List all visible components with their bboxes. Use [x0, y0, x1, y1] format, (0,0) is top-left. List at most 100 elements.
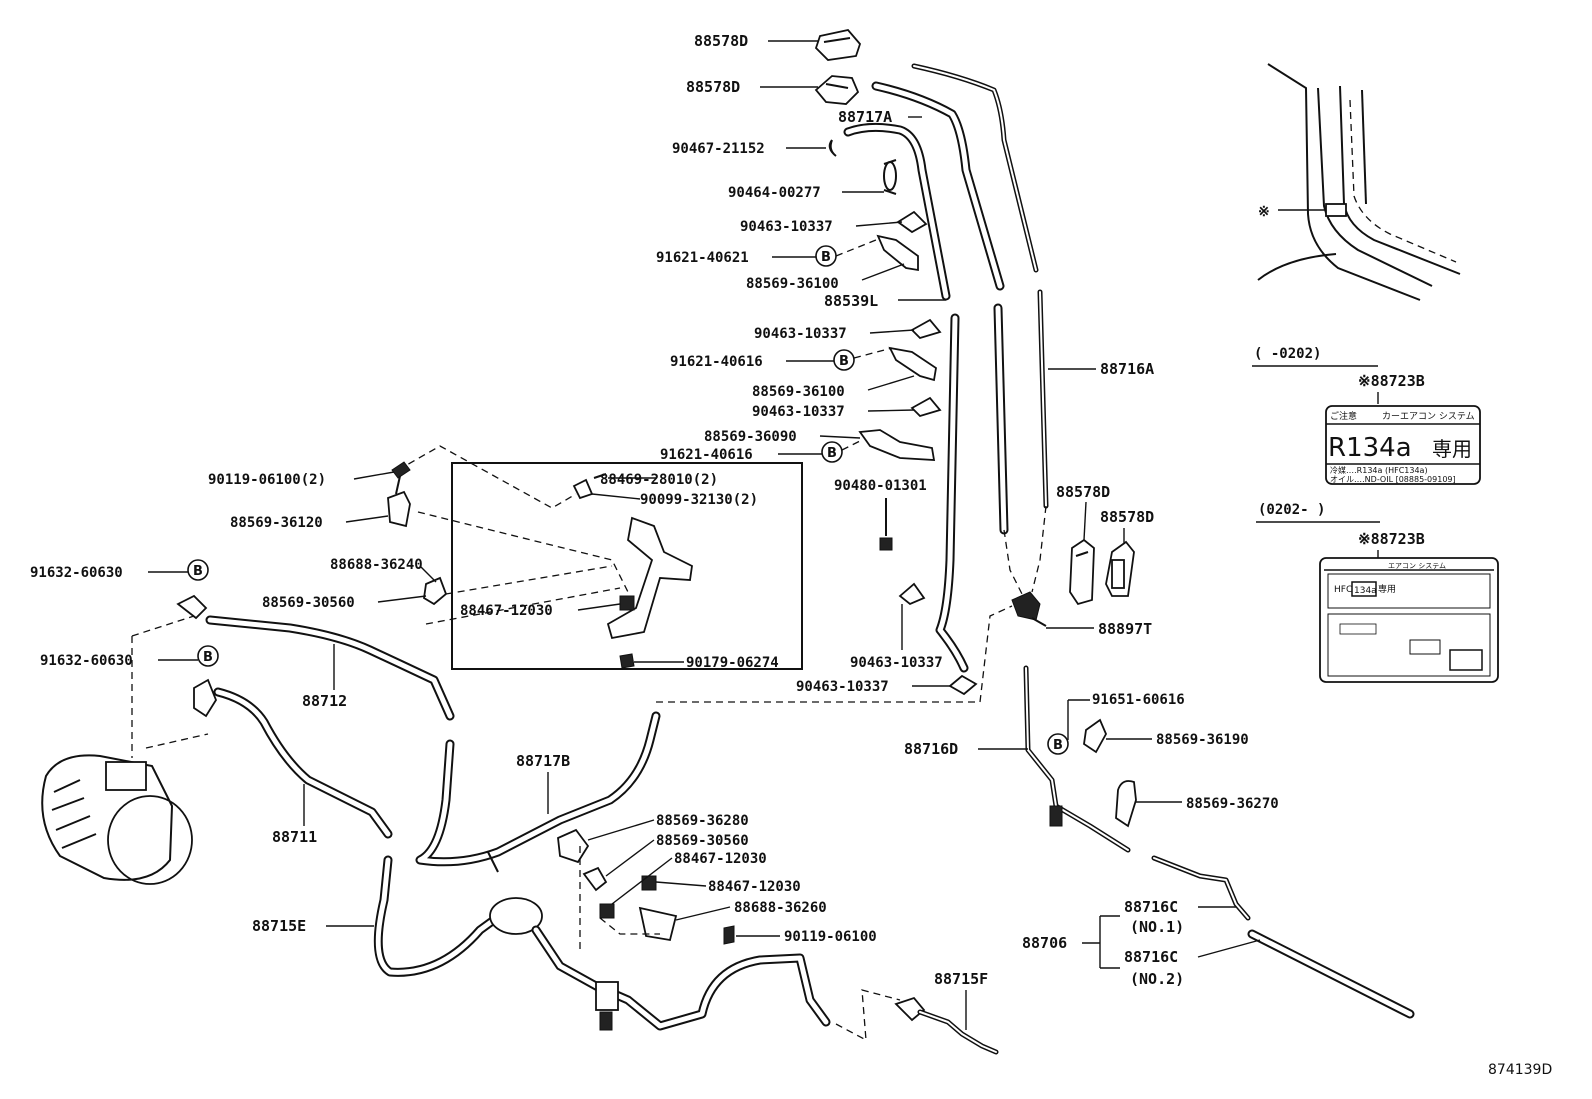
grommet-90463-10337-b	[910, 318, 942, 340]
label-88569-36090: 88569-36090	[704, 429, 797, 445]
svg-text:B: B	[1053, 738, 1063, 753]
svg-text:B: B	[193, 564, 203, 579]
label-91632-60630-b: 91632-60630	[40, 653, 133, 669]
clip-90467-21152	[828, 139, 837, 157]
callout-b-3: B	[821, 441, 843, 463]
decal-1-header-left: ご注意	[1330, 410, 1357, 422]
clip-88578D-right-b	[1105, 540, 1135, 597]
mounts-88467-12030	[599, 875, 657, 919]
pipe-88715F	[894, 996, 999, 1055]
range-2-text: (0202- )	[1258, 502, 1325, 518]
label-88711: 88711	[272, 828, 317, 846]
grommet-90463-10337-d	[898, 582, 926, 606]
label-91621-40616-a: 91621-40616	[670, 354, 763, 370]
decal-1-header-right: カーエアコン システム	[1382, 411, 1475, 422]
label-88688-36240: 88688-36240	[330, 557, 423, 573]
label-88569-36190: 88569-36190	[1156, 732, 1249, 748]
decal-1: ご注意 カーエアコン システム R134a 専用 冷媒‥‥R134a (HFC1…	[1325, 405, 1481, 485]
hose-88711	[193, 678, 393, 839]
label-88578D-2: 88578D	[686, 78, 740, 96]
label-88716A: 88716A	[1100, 360, 1154, 378]
grommet-90463-10337-a	[896, 210, 928, 234]
bracket-88569-36100-a	[876, 234, 919, 272]
clip-88569-36190	[1083, 718, 1108, 754]
tube-88715E	[373, 855, 831, 1031]
label-90463-10337-e: 90463-10337	[796, 679, 889, 695]
label-91632-60630-a: 91632-60630	[30, 565, 123, 581]
callout-b-1: B	[815, 245, 837, 267]
label-91651-60616: 91651-60616	[1092, 692, 1185, 708]
plug-90480-01301	[879, 498, 893, 551]
callout-b-6: B	[1047, 733, 1069, 755]
bolt-90119-06100-2	[391, 461, 411, 495]
label-90119-06100: 90119-06100	[784, 929, 877, 945]
label-88688-36260: 88688-36260	[734, 900, 827, 916]
bracket-88569-36120	[387, 490, 411, 528]
label-88467-12030-c: 88467-12030	[708, 879, 801, 895]
tube-88716A	[911, 63, 1049, 509]
svg-text:B: B	[821, 250, 831, 265]
tube-middle-lower	[993, 303, 1009, 535]
label-90099-32130-2: 90099-32130(2)	[640, 492, 758, 508]
decal-location	[1325, 203, 1347, 217]
diagram-id: 874139D	[1488, 1062, 1552, 1078]
tube-88539L	[935, 313, 969, 673]
bracket-88569-36100-b	[888, 346, 937, 382]
range-1-text: ( -0202)	[1254, 346, 1321, 362]
label-88717B: 88717B	[516, 752, 570, 770]
decal-1-line-1: 冷媒‥‥R134a (HFC134a)	[1330, 465, 1428, 475]
decal-2: エアコン システム HFC 134a 専用	[1319, 557, 1499, 683]
label-90119-06100-2: 90119-06100(2)	[208, 472, 326, 488]
svg-text:B: B	[203, 650, 213, 665]
inset-marker: ※	[1258, 204, 1270, 220]
label-no2: (NO.2)	[1130, 970, 1184, 988]
grommet-90463-10337-e	[948, 674, 978, 696]
label-no1: (NO.1)	[1130, 918, 1184, 936]
decal-range-1: ( -0202) ※88723B	[1252, 346, 1425, 404]
label-88578D-4: 88578D	[1100, 508, 1154, 526]
gasket-90464-00277	[883, 159, 897, 195]
pipe-88716C-no2	[1247, 929, 1415, 1019]
svg-text:B: B	[839, 354, 849, 369]
hose-88712	[176, 594, 455, 721]
label-88897T: 88897T	[1098, 620, 1152, 638]
pipe-88716C-no1	[1151, 855, 1251, 921]
label-90463-10337-c: 90463-10337	[752, 404, 845, 420]
decal-1-main-suffix: 専用	[1432, 437, 1472, 461]
pipe-88716D	[1023, 665, 1131, 853]
label-88467-12030-a: 88467-12030	[460, 603, 553, 619]
tube-middle-upper	[871, 81, 1005, 291]
label-90463-10337-b: 90463-10337	[754, 326, 847, 342]
label-88716C-2: 88716C	[1124, 948, 1178, 966]
decal-range-2: (0202- ) ※88723B	[1256, 502, 1425, 558]
label-88569-36100-b: 88569-36100	[752, 384, 845, 400]
label-88569-30560-b: 88569-30560	[656, 833, 749, 849]
label-88569-30560-a: 88569-30560	[262, 595, 355, 611]
label-88569-36120: 88569-36120	[230, 515, 323, 531]
labels: 88578D 88578D 88717A 90467-21152 90464-0…	[30, 32, 1279, 1030]
svg-text:B: B	[827, 446, 837, 461]
decal-2-header: エアコン システム	[1388, 562, 1446, 570]
label-90179-06274: 90179-06274	[686, 655, 779, 671]
detail-box	[451, 462, 803, 670]
bolt-90119-06100	[723, 925, 735, 945]
label-88712: 88712	[302, 692, 347, 710]
label-90463-10337-a: 90463-10337	[740, 219, 833, 235]
clip-88578D-second	[814, 75, 860, 105]
label-88717A: 88717A	[838, 108, 892, 126]
label-91621-40621: 91621-40621	[656, 250, 749, 266]
decal-1-main-code: R134a	[1328, 433, 1412, 463]
label-88467-12030-b: 88467-12030	[674, 851, 767, 867]
clip-88578D-top	[814, 29, 862, 61]
bracket-88569-36090	[858, 429, 936, 461]
clip-88578D-right-a	[1069, 538, 1095, 606]
label-88706: 88706	[1022, 934, 1067, 952]
bracket-assembly-detail	[572, 473, 693, 669]
label-88569-36100-a: 88569-36100	[746, 276, 839, 292]
decal-2-code-box: 134a	[1354, 586, 1377, 596]
label-88578D-3: 88578D	[1056, 483, 1110, 501]
label-90463-10337-d: 90463-10337	[850, 655, 943, 671]
label-88469-28010-2: 88469-28010(2)	[600, 472, 718, 488]
